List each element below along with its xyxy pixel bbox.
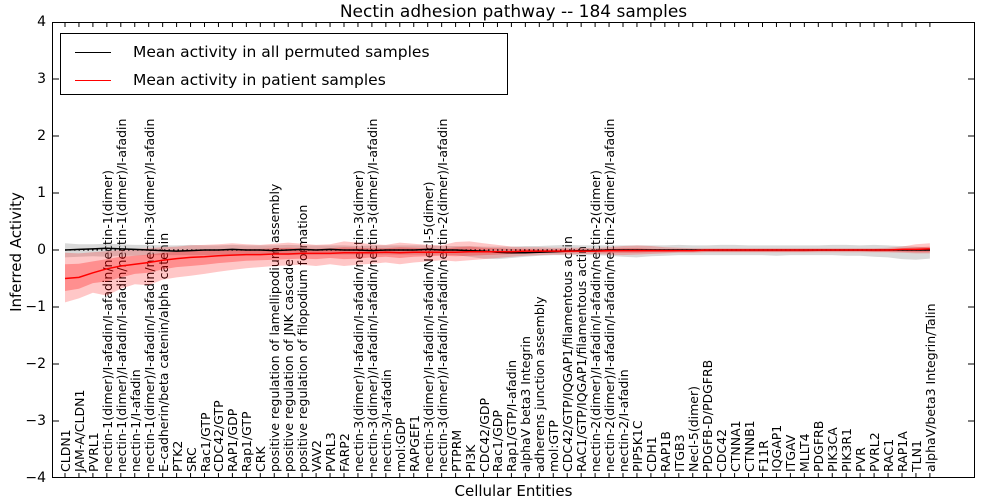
y-tick-label: −2 (25, 356, 46, 372)
patient-outer-band (65, 241, 930, 303)
y-tick-label: 2 (37, 128, 46, 144)
chart-title: Nectin adhesion pathway -- 184 samples (339, 2, 688, 22)
permuted-line-sample-icon (75, 51, 111, 53)
patient-line-sample-icon (75, 79, 111, 81)
y-tick-label: 3 (37, 71, 46, 87)
y-tick-label: −4 (25, 470, 46, 486)
legend: Mean activity in all permuted samples Me… (60, 33, 508, 95)
legend-label-patient: Mean activity in patient samples (133, 71, 386, 89)
legend-item-patient: Mean activity in patient samples (61, 67, 386, 93)
legend-item-permuted: Mean activity in all permuted samples (61, 39, 430, 65)
y-tick-label: 4 (37, 14, 46, 30)
x-axis-label: Cellular Entities (454, 482, 573, 500)
y-tick-label: −3 (25, 413, 46, 429)
patient-mean-line (64, 248, 930, 280)
legend-label-permuted: Mean activity in all permuted samples (133, 43, 430, 61)
patient-inner-band (65, 246, 930, 291)
y-tick-label: 1 (37, 185, 46, 201)
y-tick-label: −1 (25, 299, 46, 315)
y-tick-label: 0 (37, 242, 46, 258)
